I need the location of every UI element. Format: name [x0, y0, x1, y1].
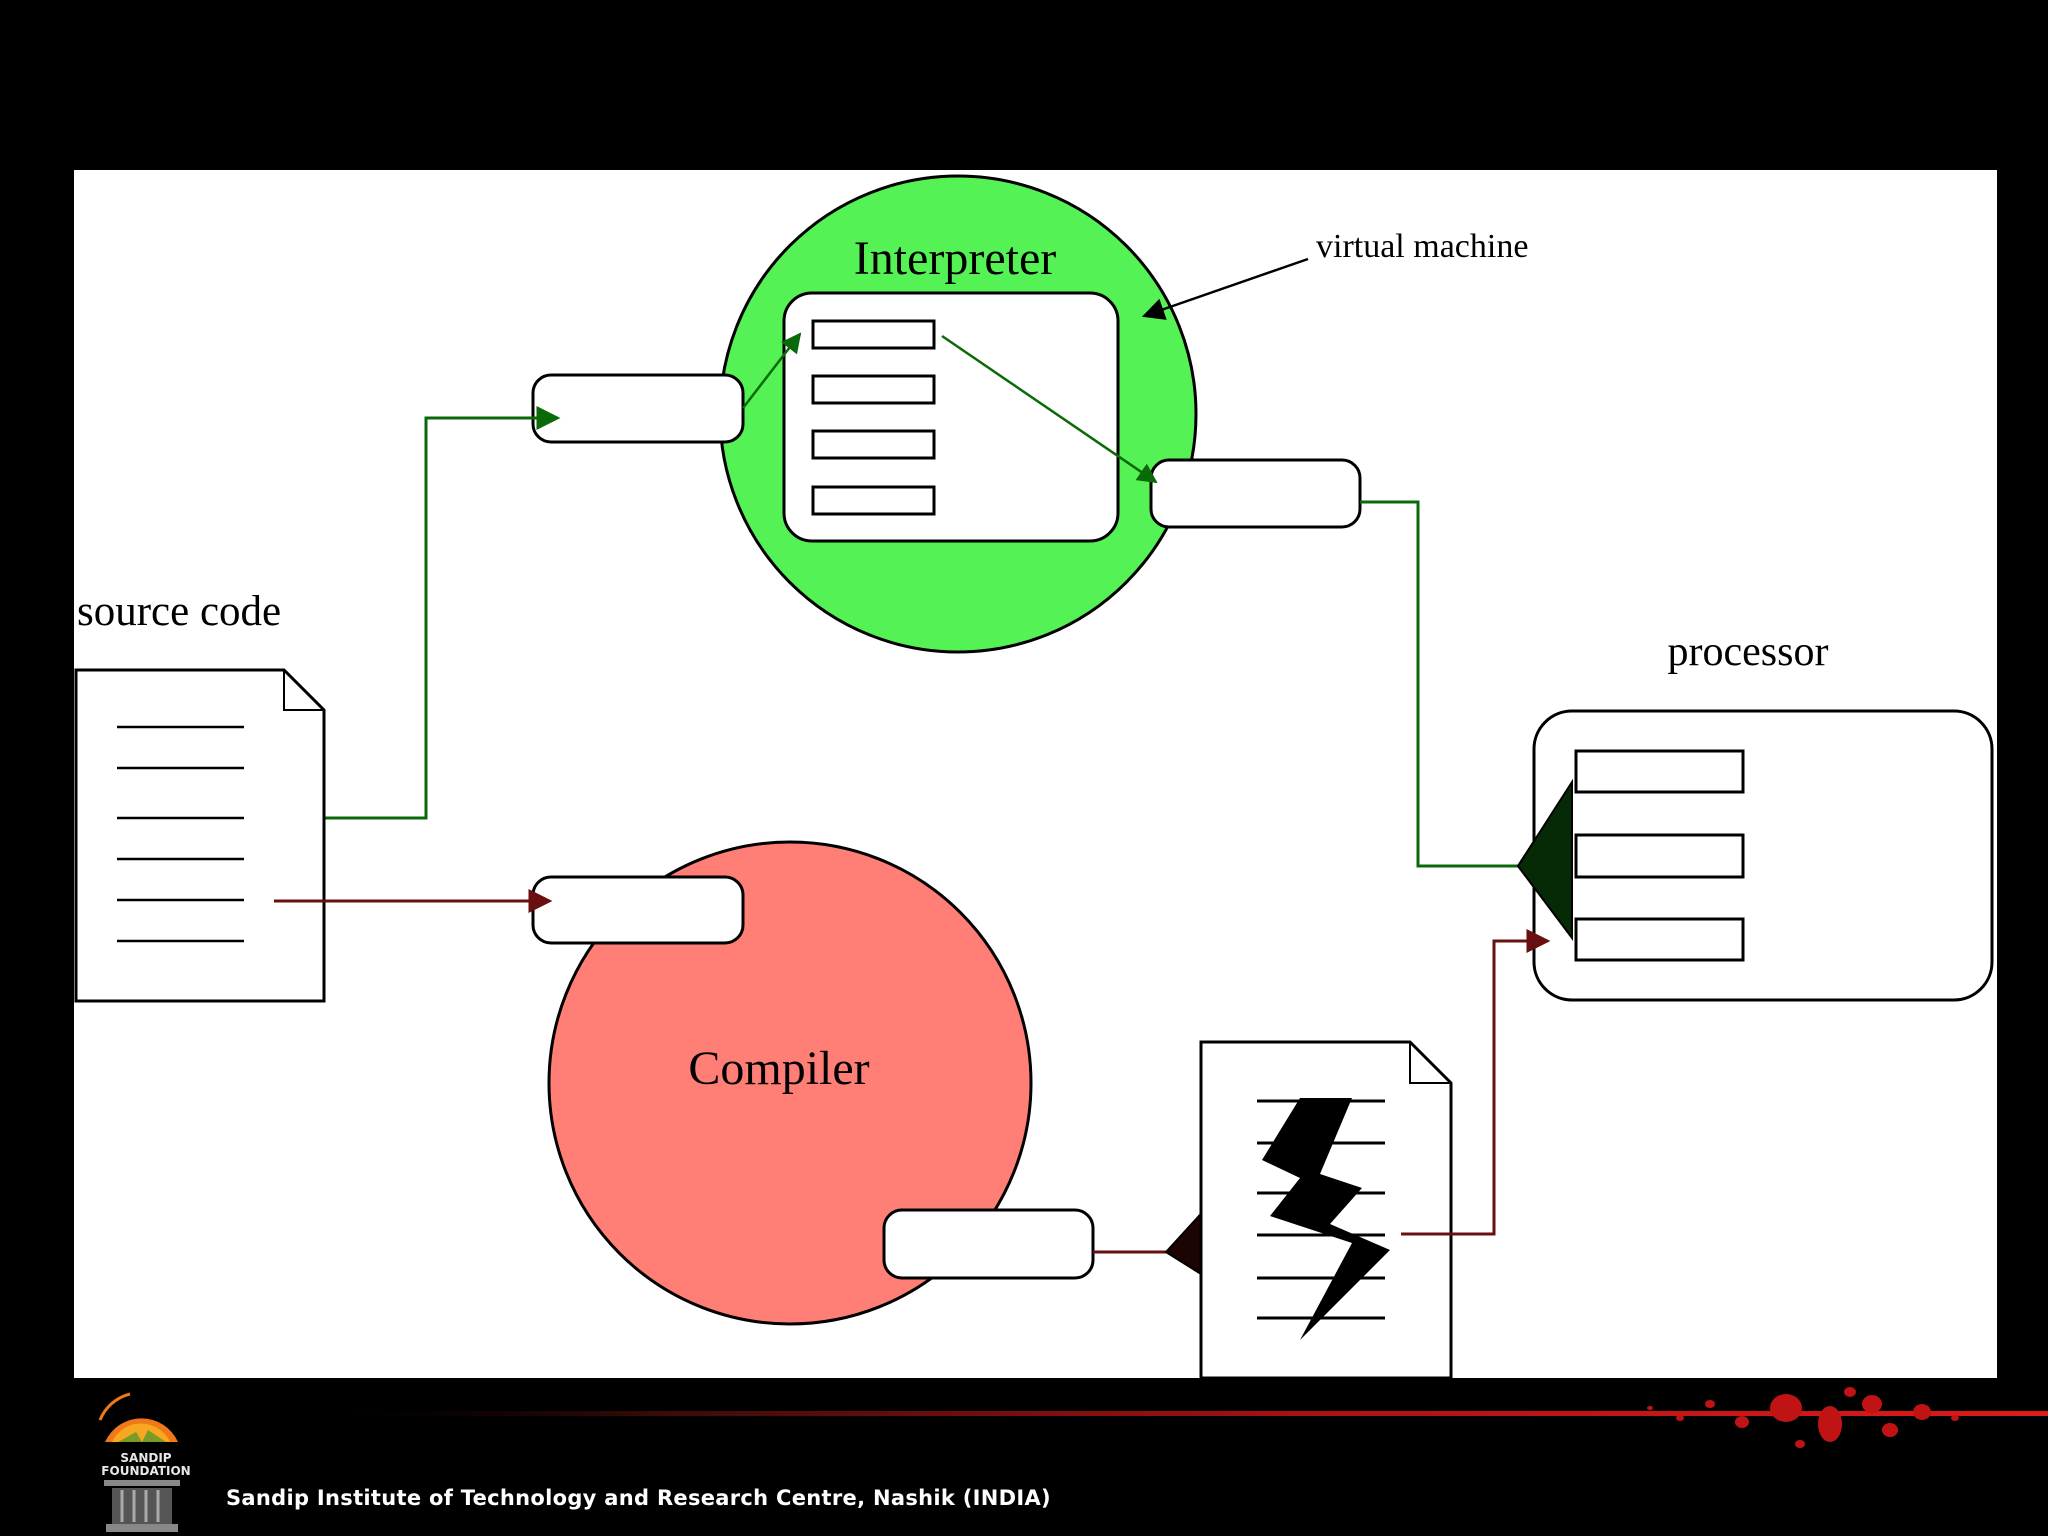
footer-accent-line: [300, 1411, 2048, 1416]
interpreter-instruction-slots: [811, 319, 936, 516]
port-to-slot-arrow: [742, 332, 802, 409]
virtual-machine-pointer: [1141, 257, 1309, 320]
interpreter-input-port: [531, 373, 745, 444]
instruction-slot: [811, 485, 936, 516]
instruction-slot: [811, 374, 936, 405]
compiler-circle: [547, 840, 1033, 1326]
processor-green-input-arrow-front: [1516, 778, 1573, 941]
compiler-label: Compiler: [688, 1042, 869, 1095]
source-to-interpreter-path: [274, 406, 561, 820]
compiler-input-port: [531, 875, 745, 945]
register-slot: [1574, 749, 1745, 794]
register-slot: [1574, 917, 1745, 962]
interpreter-program-box: [782, 291, 1120, 543]
interpreter-label: Interpreter: [854, 232, 1057, 285]
interpreter-to-processor-path: [1360, 500, 1520, 868]
slot-to-output-arrow: [941, 334, 1158, 484]
foundation-logo-icon: [98, 1392, 180, 1532]
register-slot: [1574, 833, 1745, 879]
source-code-label: source code: [77, 588, 281, 635]
foundation-logo-text: SANDIP FOUNDATION: [101, 1451, 191, 1478]
processor-register-slots: [1574, 749, 1745, 962]
instruction-slot: [811, 429, 936, 460]
institute-footer-text: Sandip Institute of Technology and Resea…: [226, 1486, 1051, 1510]
interpreter-output-port: [1149, 458, 1362, 529]
executable-to-processor-path: [1401, 929, 1551, 1236]
source-code-document-icon: [74, 668, 326, 1003]
compiler-output-port: [882, 1208, 1095, 1280]
instruction-slot: [811, 319, 936, 350]
executable-bolt-icon: [1262, 1098, 1390, 1340]
executable-document-icon: [1199, 1040, 1453, 1380]
footer-splatter: [1647, 1387, 1959, 1448]
processor-label: processor: [1668, 629, 1829, 675]
virtual-machine-label: virtual machine: [1316, 228, 1528, 265]
